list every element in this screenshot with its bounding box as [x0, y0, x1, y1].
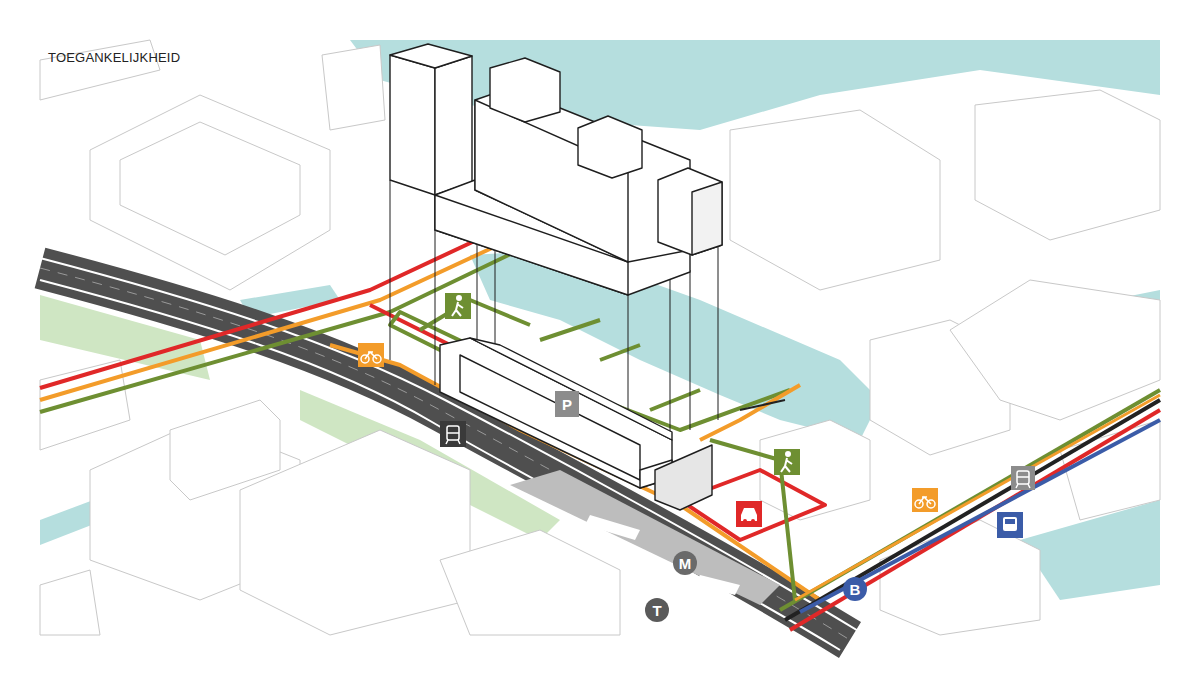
- metro-stop: M: [673, 551, 697, 575]
- project-buildings: [390, 44, 722, 510]
- diagram-title: TOEGANKELIJKHEID: [48, 50, 180, 65]
- marker-letter: B: [850, 582, 861, 597]
- marker-letter: P: [562, 397, 572, 412]
- context-buildings: [40, 40, 1160, 635]
- marker-letter: T: [652, 603, 661, 618]
- mode-icons: [358, 293, 1035, 538]
- tram-stop: T: [645, 598, 669, 622]
- bus-stop: B: [843, 577, 867, 601]
- marker-letter: M: [679, 556, 692, 571]
- elevated-road: [40, 258, 860, 650]
- parking-sign: P: [555, 391, 579, 417]
